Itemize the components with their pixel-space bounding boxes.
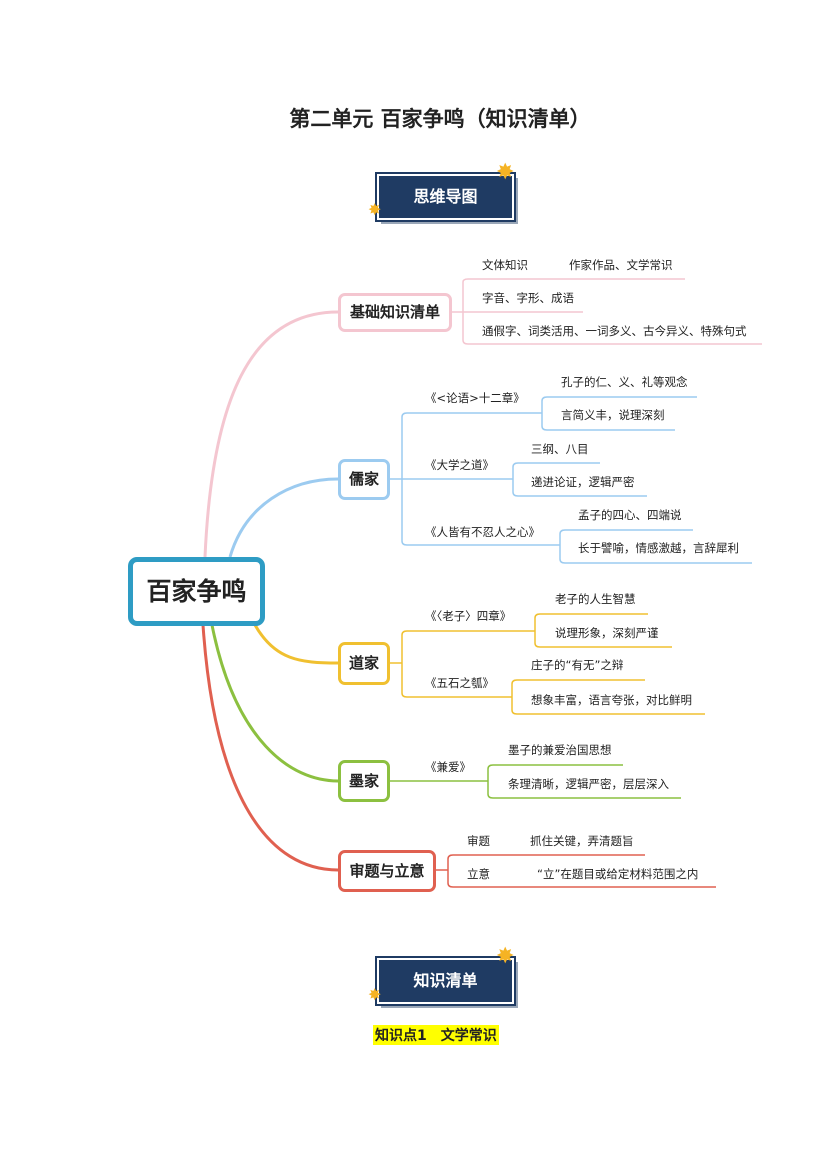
branch-basic: 基础知识清单	[338, 293, 452, 332]
ru-work: 《人皆有不忍人之心》	[425, 525, 540, 539]
star-icon: ✸	[496, 160, 515, 185]
mo-item: 条理清晰，逻辑严密，层层深入	[508, 777, 669, 791]
dao-item: 说理形象，深刻严谨	[555, 626, 659, 640]
root-node: 百家争鸣	[128, 557, 265, 626]
knowledge-list-badge: 知识清单	[375, 956, 516, 1006]
dao-item: 老子的人生智慧	[555, 592, 636, 606]
star-icon: ✸	[496, 944, 515, 969]
shen-item: “立”在题目或给定材料范围之内	[537, 867, 699, 881]
star-icon: ✸	[368, 985, 382, 1004]
ru-item: 三纲、八目	[531, 442, 589, 456]
branch-shen: 审题与立意	[338, 850, 436, 892]
branch-dao: 道家	[338, 642, 390, 685]
branch-mo: 墨家	[338, 760, 390, 802]
page-title: 第二单元 百家争鸣（知识清单）	[289, 107, 591, 131]
mo-item: 墨子的兼爱治国思想	[508, 743, 612, 757]
ru-item: 孔子的仁、义、礼等观念	[561, 375, 688, 389]
basic-item: 文体知识	[482, 258, 528, 272]
shen-item: 审题	[467, 834, 490, 848]
dao-work: 《五石之瓠》	[425, 676, 494, 690]
mo-work: 《兼爱》	[425, 760, 471, 774]
basic-item: 字音、字形、成语	[482, 291, 574, 305]
shen-item: 立意	[467, 867, 490, 881]
dao-work: 《〈老子〉四章》	[425, 609, 512, 623]
mindmap-badge: 思维导图	[375, 172, 516, 222]
branch-ru: 儒家	[338, 459, 390, 500]
basic-item: 作家作品、文学常识	[569, 258, 673, 272]
ru-work: 《大学之道》	[425, 458, 494, 472]
shen-item: 抓住关键，弄清题旨	[530, 834, 634, 848]
ru-item: 长于譬喻，情感激越，言辞犀利	[578, 541, 739, 555]
ru-work: 《<论语>十二章》	[425, 391, 525, 405]
dao-item: 庄子的“有无”之辩	[531, 658, 624, 672]
section-heading: 知识点1 文学常识	[373, 1025, 499, 1045]
basic-item: 通假字、词类活用、一词多义、古今异义、特殊句式	[482, 324, 747, 338]
ru-item: 言简义丰，说理深刻	[561, 408, 665, 422]
star-icon: ✸	[368, 200, 382, 219]
ru-item: 递进论证，逻辑严密	[531, 475, 635, 489]
dao-item: 想象丰富，语言夸张，对比鲜明	[531, 693, 692, 707]
ru-item: 孟子的四心、四端说	[578, 508, 682, 522]
